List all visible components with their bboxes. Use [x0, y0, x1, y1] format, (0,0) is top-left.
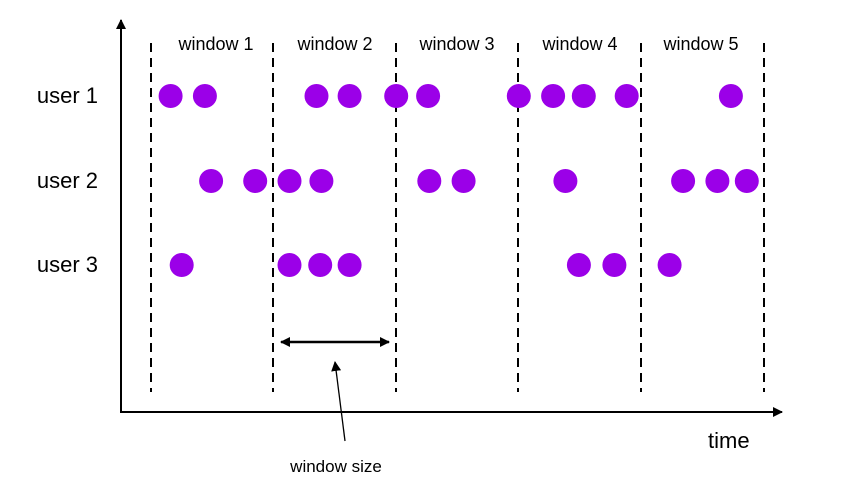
- window-label-1: window 1: [177, 34, 253, 54]
- window-label-4: window 4: [541, 34, 617, 54]
- window-size-pointer: [331, 361, 346, 442]
- events-layer: [158, 84, 759, 277]
- event-dot: [199, 169, 224, 193]
- event-dot: [384, 84, 409, 108]
- event-dot: [309, 169, 334, 193]
- event-dot: [337, 253, 362, 277]
- time-label: time: [708, 428, 750, 453]
- window-label-5: window 5: [662, 34, 738, 54]
- event-dot: [277, 253, 302, 277]
- event-dot: [718, 84, 743, 108]
- event-dot: [158, 84, 183, 108]
- event-dot: [553, 169, 578, 193]
- event-dot: [169, 253, 194, 277]
- event-dot: [541, 84, 566, 108]
- event-dot: [734, 169, 759, 193]
- user-label-1: user 1: [37, 83, 98, 108]
- window-size-label: window size: [289, 457, 382, 476]
- event-dot: [192, 84, 217, 108]
- event-dot: [657, 253, 682, 277]
- event-dot: [304, 84, 329, 108]
- event-dot: [602, 253, 627, 277]
- event-dot: [277, 169, 302, 193]
- event-dot: [566, 253, 591, 277]
- event-dot: [417, 169, 442, 193]
- event-dot: [506, 84, 531, 108]
- window-label-2: window 2: [296, 34, 372, 54]
- event-dot: [337, 84, 362, 108]
- event-dot: [416, 84, 441, 108]
- event-dot: [614, 84, 639, 108]
- event-dot: [671, 169, 696, 193]
- event-dot: [243, 169, 268, 193]
- event-dot: [705, 169, 730, 193]
- window-label-3: window 3: [418, 34, 494, 54]
- event-dot: [308, 253, 333, 277]
- user-label-2: user 2: [37, 168, 98, 193]
- event-dot: [451, 169, 476, 193]
- event-dot: [571, 84, 596, 108]
- user-label-3: user 3: [37, 252, 98, 277]
